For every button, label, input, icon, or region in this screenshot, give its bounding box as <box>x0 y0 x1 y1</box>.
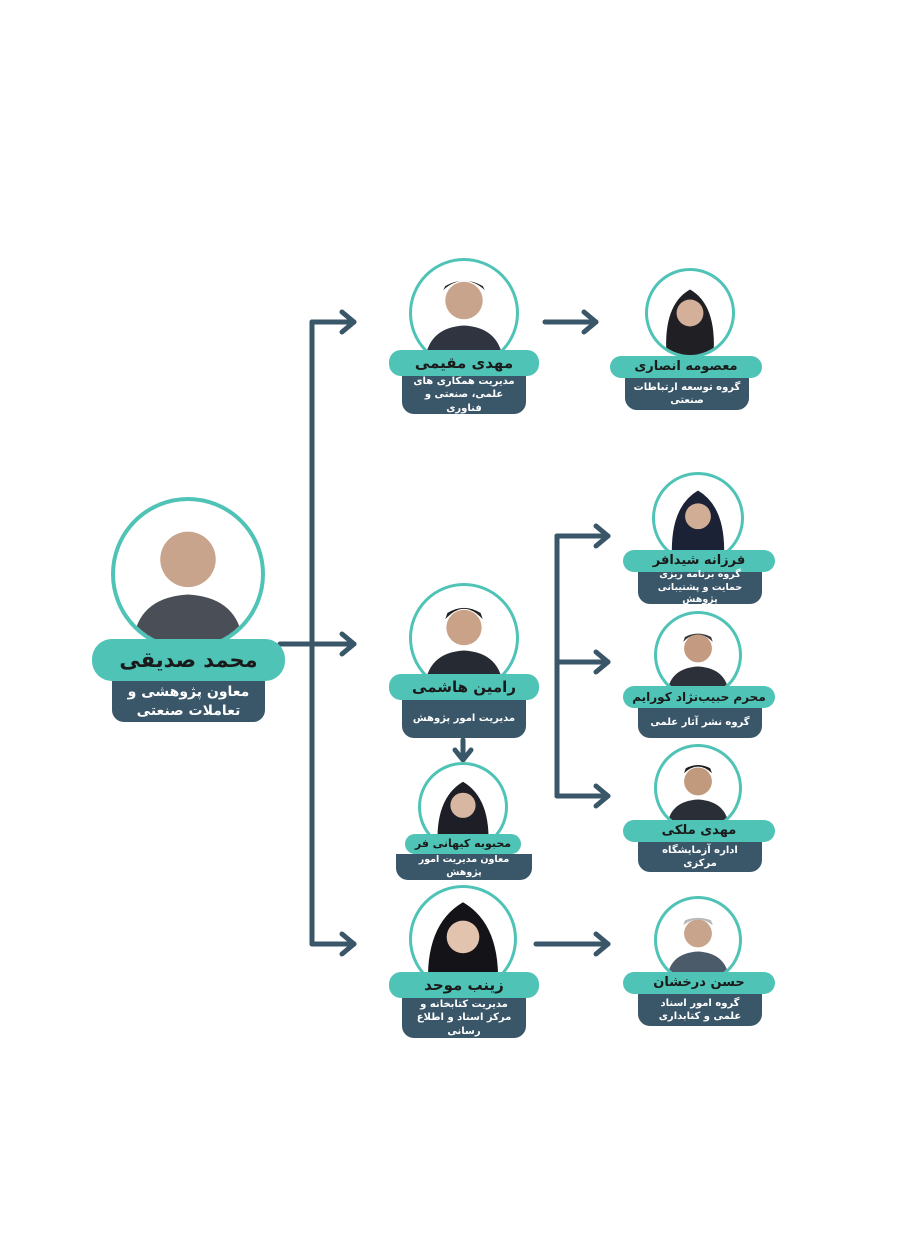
arrowhead-derakhshan <box>593 931 611 957</box>
person-photo-icon <box>671 490 725 561</box>
person-name: حسن درخشان <box>623 972 775 994</box>
person-photo-icon <box>132 531 244 647</box>
person-photo-icon <box>666 633 730 696</box>
person-photo-icon <box>427 902 499 990</box>
person-title: گروه نشر آثار علمی <box>638 708 762 738</box>
person-name: مهدی مقیمی <box>389 350 539 376</box>
avatar <box>654 896 742 984</box>
avatar <box>111 497 265 651</box>
person-name: محرم حبیب‌نژاد کورایم <box>623 686 775 708</box>
person-title: مدیریت کتابخانه و مرکز اسناد و اطلاع رسا… <box>402 998 526 1038</box>
arrowhead-sheidafar <box>593 523 611 549</box>
person-name: محمد صدیقی <box>92 639 285 681</box>
person-title: گروه توسعه ارتباطات صنعتی <box>625 378 749 410</box>
arrowhead-hashemi <box>339 631 357 657</box>
person-title: معاون پژوهشی و تعاملات صنعتی <box>112 681 265 722</box>
person-photo-icon <box>666 289 714 355</box>
person-name: مهدی ملکی <box>623 820 775 842</box>
avatar <box>654 744 742 832</box>
arrowhead-keyhani <box>452 747 474 763</box>
person-name: فرزانه شیدافر <box>623 550 775 572</box>
person-title: گروه امور اسناد علمی و کتابداری <box>638 994 762 1026</box>
avatar <box>645 268 735 358</box>
person-name: محبوبه کیهانی فر <box>405 834 521 854</box>
person-title: مدیریت همکاری های علمی، صنعتی و فناوری <box>402 376 526 414</box>
arrowhead-maleki <box>593 783 611 809</box>
person-name: معصومه انصاری <box>610 356 762 378</box>
person-photo-icon <box>437 781 489 849</box>
arrowhead-moghimi <box>339 309 357 335</box>
person-photo-icon <box>666 917 730 981</box>
person-title: مدیریت امور پژوهش <box>402 700 526 738</box>
avatar <box>652 472 744 564</box>
arrowhead-habib <box>593 649 611 675</box>
person-title: گروه برنامه ریزی حمایت و پشتیبانی پژوهش <box>638 569 762 605</box>
arrowhead-ansari <box>581 309 599 335</box>
person-title: معاون مدیریت امور پژوهش <box>396 854 532 880</box>
arrowhead-movahed <box>339 931 357 957</box>
person-photo-icon <box>666 765 730 829</box>
person-name: زینب موحد <box>389 972 539 998</box>
person-name: رامین هاشمی <box>389 674 539 700</box>
person-title: اداره آزمایشگاه مرکزی <box>638 842 762 872</box>
